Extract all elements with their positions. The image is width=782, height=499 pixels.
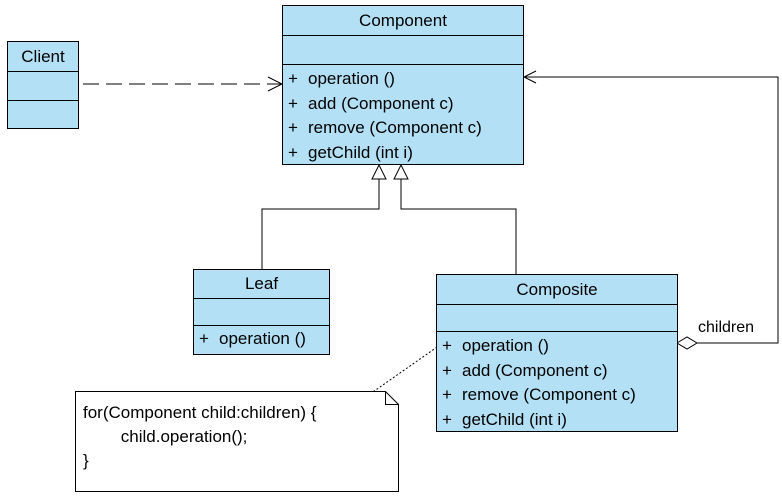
aggregation-arrowhead: [522, 70, 537, 84]
composite-generalization-arrowhead: [393, 163, 409, 180]
code-note[interactable]: for(Component child:children) { child.op…: [75, 391, 399, 492]
client-class[interactable]: Client: [7, 41, 79, 129]
note-code-line: }: [83, 451, 89, 470]
note-anchor-line: [369, 344, 441, 395]
note-outline: [75, 391, 399, 492]
note-code-line: for(Component child:children) {: [83, 403, 317, 422]
leaf-attributes-compartment: [194, 299, 329, 326]
leaf-generalization-arrowhead: [371, 163, 387, 180]
children-role-label: children: [698, 319, 755, 336]
operation-row: +operation (): [288, 69, 395, 88]
client-class-name: Client: [8, 42, 78, 72]
operation-row: +add (Component c): [442, 360, 608, 380]
operation-row: +getChild (int i): [288, 142, 413, 162]
component-class[interactable]: Component +operation () +add (Component …: [282, 5, 524, 165]
aggregation-diamond: [676, 336, 698, 350]
operation-row: +operation (): [199, 329, 306, 348]
operation-row: +remove (Component c): [288, 118, 482, 137]
note-code-line: child.operation();: [83, 427, 248, 446]
client-operations-compartment: [8, 101, 78, 128]
component-attributes-compartment: [283, 36, 523, 65]
leaf-class-name: Leaf: [194, 270, 329, 299]
operation-row: +add (Component c): [288, 93, 454, 113]
composite-operations-compartment: +operation () +add (Component c) +remove…: [437, 332, 677, 432]
operation-row: +operation (): [442, 336, 549, 355]
leaf-generalization-line: [261, 179, 380, 269]
aggregation-line: [525, 76, 779, 344]
component-operations-compartment: +operation () +add (Component c) +remove…: [283, 65, 523, 165]
composite-class-name: Composite: [437, 275, 677, 305]
leaf-operations-compartment: +operation (): [194, 326, 329, 352]
composite-class[interactable]: Composite +operation () +add (Component …: [436, 274, 678, 432]
operation-row: +remove (Component c): [442, 385, 636, 404]
operation-row: +getChild (int i): [442, 409, 567, 429]
client-attributes-compartment: [8, 72, 78, 101]
component-class-name: Component: [283, 6, 523, 36]
leaf-class[interactable]: Leaf +operation (): [193, 269, 330, 355]
composite-generalization-line: [400, 179, 517, 274]
composite-attributes-compartment: [437, 305, 677, 332]
